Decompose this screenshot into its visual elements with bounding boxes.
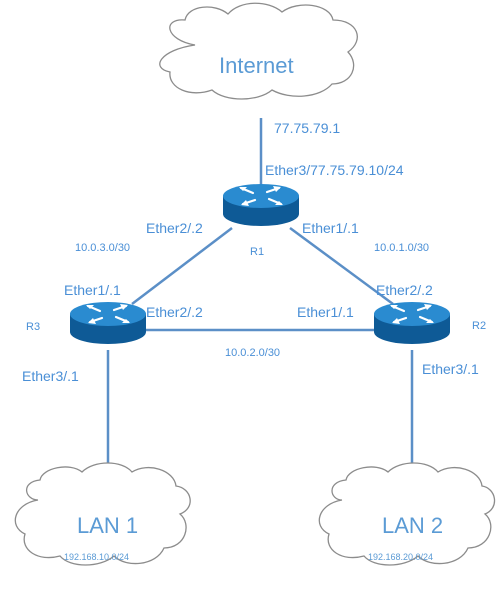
r3-ether2-label: Ether2/.2: [146, 304, 203, 320]
r2-ether2-label: Ether2/.2: [376, 282, 433, 298]
lan2-cloud: [318, 462, 496, 566]
r1-ether3-label: Ether3/77.75.79.10/24: [265, 162, 404, 178]
subnet-r1-r2-label: 10.0.1.0/30: [374, 242, 430, 254]
lan2-subnet: 192.168.20.0/24: [368, 552, 434, 562]
r1-ether2-label: Ether2/.2: [146, 220, 203, 236]
router-r3-icon: [68, 300, 148, 346]
subnet-r3-r2-label: 10.0.2.0/30: [225, 347, 281, 359]
lan1-label: LAN 1: [77, 513, 139, 538]
r3-ether3-label: Ether3/.1: [22, 368, 79, 384]
lan1-cloud: [14, 462, 191, 566]
link-r1-r3: [131, 227, 233, 305]
router-r2-icon: [372, 300, 452, 346]
r2-ether3-label: Ether3/.1: [422, 361, 479, 377]
r1-ether1-label: Ether1/.1: [302, 220, 359, 236]
r3-ether1-label: Ether1/.1: [64, 282, 121, 298]
r2-ether1-label: Ether1/.1: [297, 304, 354, 320]
subnet-r1-r3-label: 10.0.3.0/30: [75, 242, 131, 254]
router-r1-icon: [221, 182, 301, 228]
internet-gateway-label: 77.75.79.1: [274, 120, 341, 136]
internet-cloud: [159, 2, 358, 100]
router-r1-name: R1: [250, 246, 265, 258]
link-r1-r2: [289, 226, 394, 306]
lan1-subnet: 192.168.10.0/24: [64, 552, 130, 562]
internet-label: Internet: [219, 53, 294, 78]
lan2-label: LAN 2: [382, 513, 444, 538]
router-r3-name: R3: [26, 321, 41, 333]
router-r2-name: R2: [472, 320, 487, 332]
